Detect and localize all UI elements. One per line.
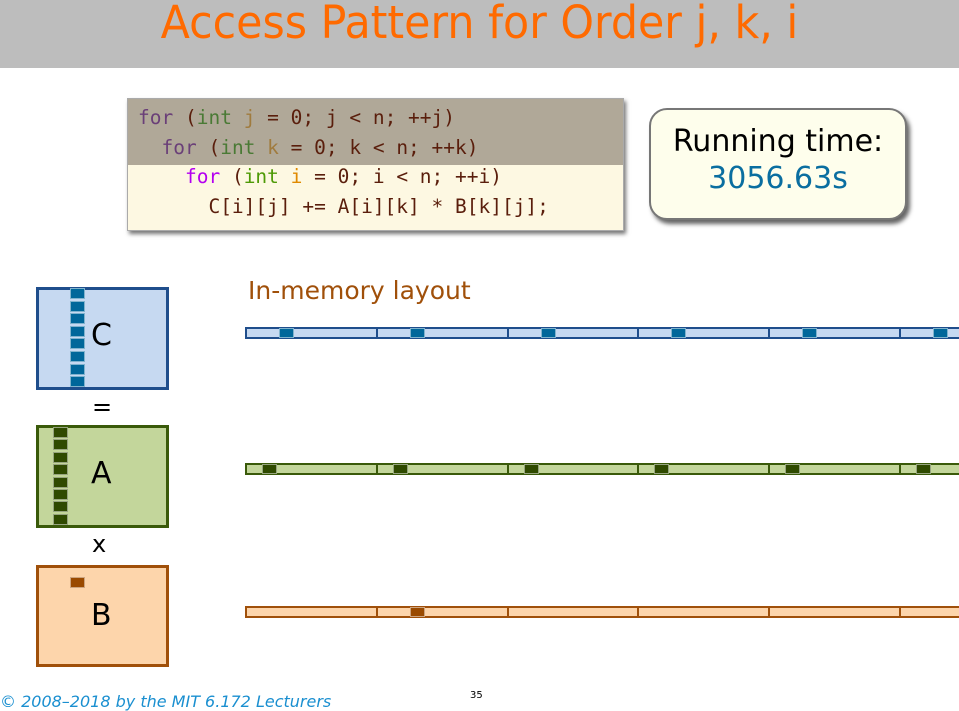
memory-accessed-element: [279, 328, 294, 338]
running-time-box: Running time: 3056.63s: [649, 108, 907, 220]
matrix-a-column-cell: [53, 501, 68, 513]
memory-accessed-element: [654, 464, 670, 474]
memory-layout-b: [245, 606, 959, 618]
title-bar: Access Pattern for Order j, k, i: [0, 0, 959, 68]
memory-row-separator: [506, 606, 509, 618]
memory-row-separator: [637, 327, 640, 339]
memory-row-separator: [768, 463, 771, 475]
matrix-b-element: [70, 577, 85, 588]
matrix-a: A: [36, 425, 169, 528]
memory-row-separator: [768, 606, 771, 618]
running-time-value: 3056.63s: [708, 161, 848, 196]
matrix-a-column-cell: [53, 464, 68, 476]
page-number: 35: [470, 690, 483, 701]
matrix-a-column-cell: [53, 439, 68, 451]
memory-accessed-element: [540, 328, 556, 338]
matrix-c-column-cell: [70, 363, 85, 375]
memory-accessed-element: [933, 328, 948, 338]
code-line-4: C[i][j] += A[i][k] * B[k][j];: [208, 194, 549, 218]
memory-accessed-element: [262, 464, 277, 474]
matrix-c-column-cell: [70, 300, 85, 312]
matrix-b-label: B: [91, 598, 112, 633]
memory-accessed-element: [785, 464, 801, 474]
memory-accessed-element: [802, 328, 818, 338]
memory-row-separator: [899, 606, 901, 618]
memory-accessed-element: [916, 464, 931, 474]
memory-accessed-element: [671, 328, 687, 338]
matrix-b: B: [36, 565, 169, 667]
memory-accessed-element: [409, 607, 425, 617]
copyright-footer: © 2008–2018 by the MIT 6.172 Lecturers: [0, 692, 332, 711]
memory-row-separator: [375, 327, 378, 339]
matrix-a-column-cell: [53, 489, 68, 500]
code-line-3: for (int i = 0; i < n; ++i): [184, 165, 502, 188]
matrix-a-column-cell: [53, 427, 68, 438]
memory-row-separator: [768, 327, 771, 339]
dimmed-outer-loops: [128, 99, 623, 165]
matrix-a-column-cell: [53, 451, 68, 463]
code-block: for (int j = 0; j < n; ++j) for (int k =…: [127, 98, 624, 231]
code-text: for (int j = 0; j < n; ++j) for (int k =…: [138, 103, 549, 221]
matrix-c-column-cell: [70, 288, 85, 299]
matrix-c-column-cell: [70, 313, 85, 325]
equals-sign: =: [92, 393, 113, 421]
memory-row-separator: [506, 327, 509, 339]
memory-accessed-element: [523, 464, 539, 474]
memory-row-separator: [899, 327, 901, 339]
memory-row-separator: [375, 463, 378, 475]
matrix-c-column-cell: [70, 325, 85, 337]
matrix-c: C: [36, 287, 169, 390]
memory-row-separator: [506, 463, 509, 475]
matrix-a-column-cell: [53, 476, 68, 488]
matrix-a-label: A: [91, 456, 112, 491]
memory-accessed-element: [409, 328, 425, 338]
matrix-c-column-cell: [70, 338, 85, 350]
memory-layout-a: [245, 463, 959, 475]
code-line-1: for (int j = 0; j < n; ++j): [138, 106, 456, 129]
slide-title: Access Pattern for Order j, k, i: [160, 0, 799, 49]
memory-accessed-element: [392, 464, 408, 474]
memory-row-separator: [899, 463, 901, 475]
matrix-c-label: C: [91, 318, 112, 353]
matrix-a-column-cell: [53, 513, 68, 525]
memory-layout-c: [245, 327, 959, 339]
running-time-label: Running time:: [672, 124, 884, 159]
matrix-c-column-cell: [70, 376, 85, 388]
memory-row-separator: [637, 606, 640, 618]
matrix-c-column-cell: [70, 351, 85, 362]
times-sign: x: [92, 530, 107, 558]
memory-row-separator: [375, 606, 378, 618]
in-memory-layout-title: In-memory layout: [248, 276, 471, 305]
memory-row-separator: [637, 463, 640, 475]
code-line-2: for (int k = 0; k < n; ++k): [161, 135, 479, 159]
